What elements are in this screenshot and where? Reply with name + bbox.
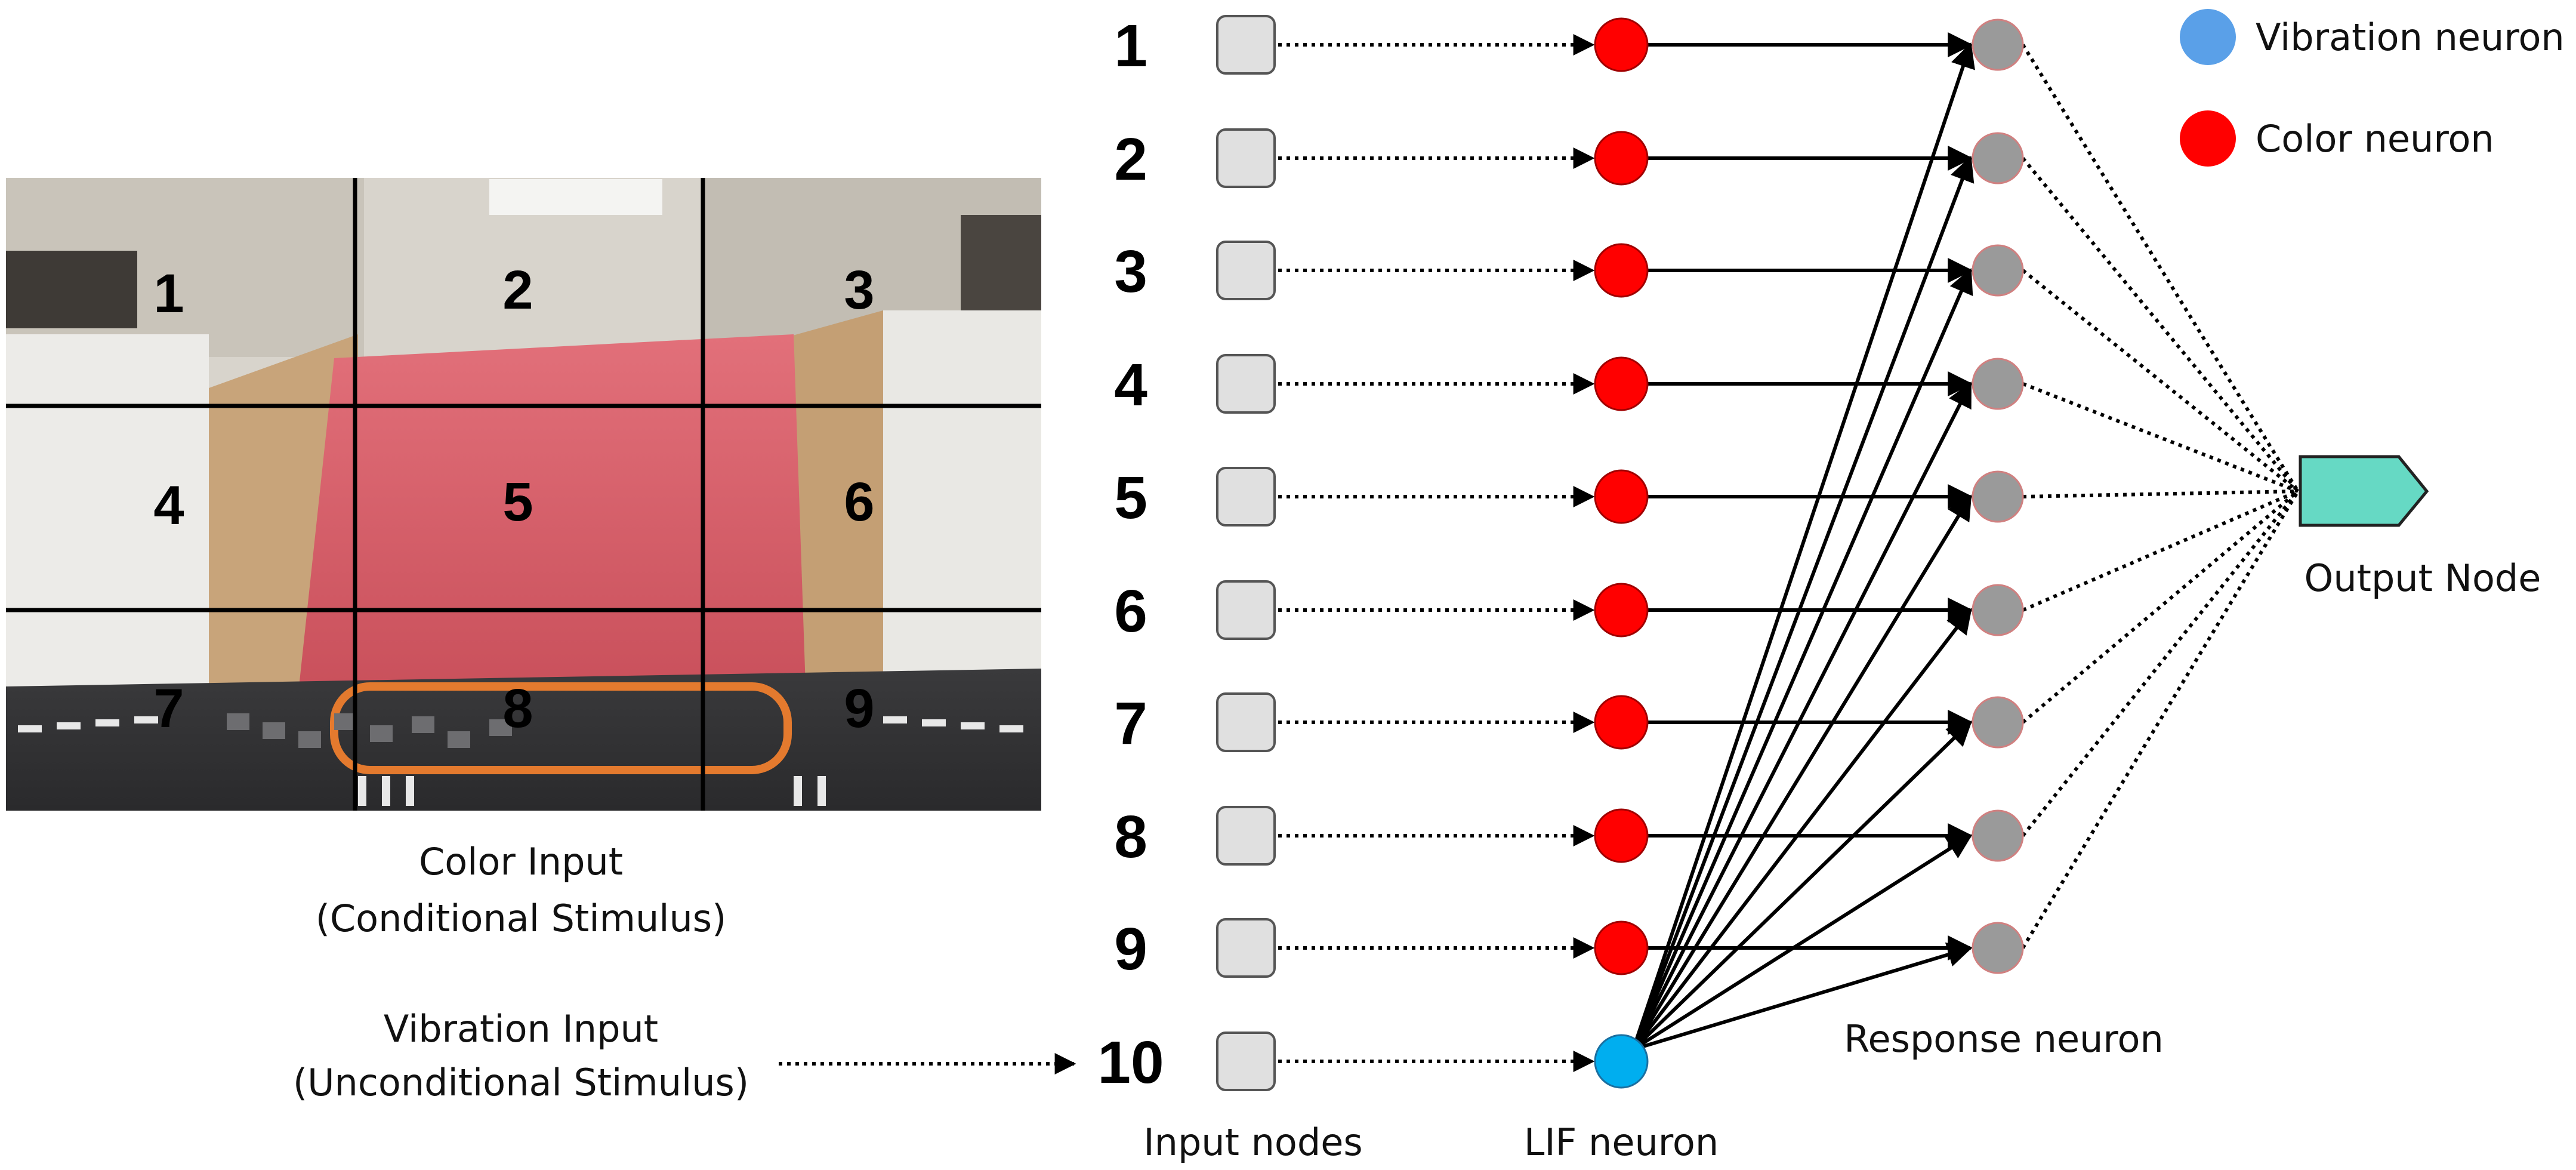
response-neuron-7	[1972, 696, 2024, 749]
grid-label-2: 2	[502, 260, 533, 321]
vibration-to-response-arrow-9	[1633, 942, 1973, 1051]
vibration-input-subcaption: (Unconditional Stimulus)	[293, 1061, 749, 1104]
response-neuron-3	[1972, 244, 2024, 297]
vibration-to-response-arrow-6	[1631, 608, 1972, 1051]
grid-label-3: 3	[844, 260, 874, 321]
connections	[1278, 32, 2300, 1072]
grid-label-5: 5	[502, 472, 533, 532]
row-number-4: 4	[1114, 352, 1147, 418]
response-neuron-1	[1972, 19, 2024, 71]
response-neuron-5	[1972, 470, 2024, 523]
color-lif-neuron-6	[1594, 583, 1649, 638]
grid-label-4: 4	[153, 475, 184, 536]
output-node-label: Output Node	[2304, 556, 2541, 600]
row-number-2: 2	[1114, 126, 1147, 193]
response-to-output-arrow-3	[2022, 269, 2299, 493]
input-node-3	[1216, 241, 1276, 300]
response-to-output-arrow-4	[2022, 382, 2299, 493]
color-lif-neuron-1	[1594, 17, 1649, 72]
response-neuron-9	[1972, 922, 2024, 974]
input-node-1	[1216, 15, 1276, 75]
grid-label-6: 6	[844, 472, 874, 532]
vibration-input-caption: Vibration Input	[384, 1007, 658, 1051]
response-neuron-8	[1972, 809, 2024, 862]
response-neuron-6	[1972, 584, 2024, 636]
vibration-to-response-arrow-1	[1631, 42, 1975, 1050]
row-number-10: 10	[1097, 1029, 1164, 1096]
response-neuron-label: Response neuron	[1844, 1017, 2164, 1061]
response-to-output-arrow-9	[2021, 490, 2300, 949]
input-node-2	[1216, 128, 1276, 188]
vibration-to-response-arrow-3	[1631, 268, 1973, 1051]
grid-label-9: 9	[844, 678, 874, 739]
nodes: 1 2 3 4 5 6 7 8 9 10	[1097, 13, 2024, 1096]
input-node-9	[1216, 918, 1276, 978]
color-lif-neuron-2	[1594, 131, 1649, 186]
vibration-to-response-arrow-7	[1631, 721, 1973, 1051]
camera-scene-image: 1 2 3 4 5 6 7 8 9	[6, 178, 1041, 811]
grid-label-1: 1	[153, 263, 184, 324]
color-lif-neuron-3	[1594, 243, 1649, 298]
response-to-output-arrow-8	[2021, 490, 2300, 837]
output-node	[2299, 455, 2429, 527]
response-to-output-arrow-7	[2022, 489, 2299, 724]
color-lif-neuron-7	[1594, 695, 1649, 750]
input-node-4	[1216, 354, 1276, 414]
input-node-10	[1216, 1032, 1276, 1091]
lif-neuron-label: LIF neuron	[1524, 1120, 1719, 1164]
input-node-6	[1216, 580, 1276, 640]
response-neuron-4	[1972, 358, 2024, 410]
input-node-7	[1216, 692, 1276, 752]
response-to-output-arrow-2	[2021, 157, 2300, 492]
input-nodes-label: Input nodes	[1143, 1120, 1362, 1164]
legend-color-label: Color neuron	[2256, 117, 2494, 161]
row-number-9: 9	[1114, 916, 1147, 983]
legend-vibration-swatch	[2180, 9, 2236, 65]
response-to-output-arrow-1	[2021, 44, 2300, 492]
color-input-caption: Color Input	[419, 840, 623, 883]
color-lif-neuron-8	[1594, 808, 1649, 863]
row-number-8: 8	[1114, 803, 1147, 870]
vibration-to-response-arrow-2	[1631, 156, 1975, 1051]
grid-label-7: 7	[153, 678, 184, 739]
row-number-6: 6	[1114, 578, 1147, 645]
legend-color-swatch	[2180, 110, 2236, 167]
vibration-lif-neuron	[1594, 1034, 1649, 1089]
color-lif-neuron-4	[1594, 356, 1649, 411]
legend-vibration-label: Vibration neuron	[2256, 16, 2565, 59]
row-number-3: 3	[1114, 238, 1147, 305]
grid-label-8: 8	[502, 678, 533, 739]
color-input-subcaption: (Conditional Stimulus)	[316, 897, 727, 940]
color-lif-neuron-5	[1594, 469, 1649, 524]
response-neuron-2	[1972, 132, 2024, 184]
vibration-to-response-arrow-8	[1632, 834, 1973, 1051]
vibration-to-response-arrow-5	[1631, 494, 1972, 1051]
input-node-8	[1216, 806, 1276, 866]
color-lif-neuron-9	[1594, 920, 1649, 975]
row-number-1: 1	[1114, 13, 1147, 79]
vibration-to-response-arrow-4	[1631, 381, 1972, 1051]
row-number-7: 7	[1114, 690, 1147, 757]
response-to-output-arrow-5	[2022, 489, 2299, 498]
row-number-5: 5	[1114, 464, 1147, 531]
input-node-5	[1216, 467, 1276, 526]
response-to-output-arrow-6	[2022, 489, 2299, 612]
